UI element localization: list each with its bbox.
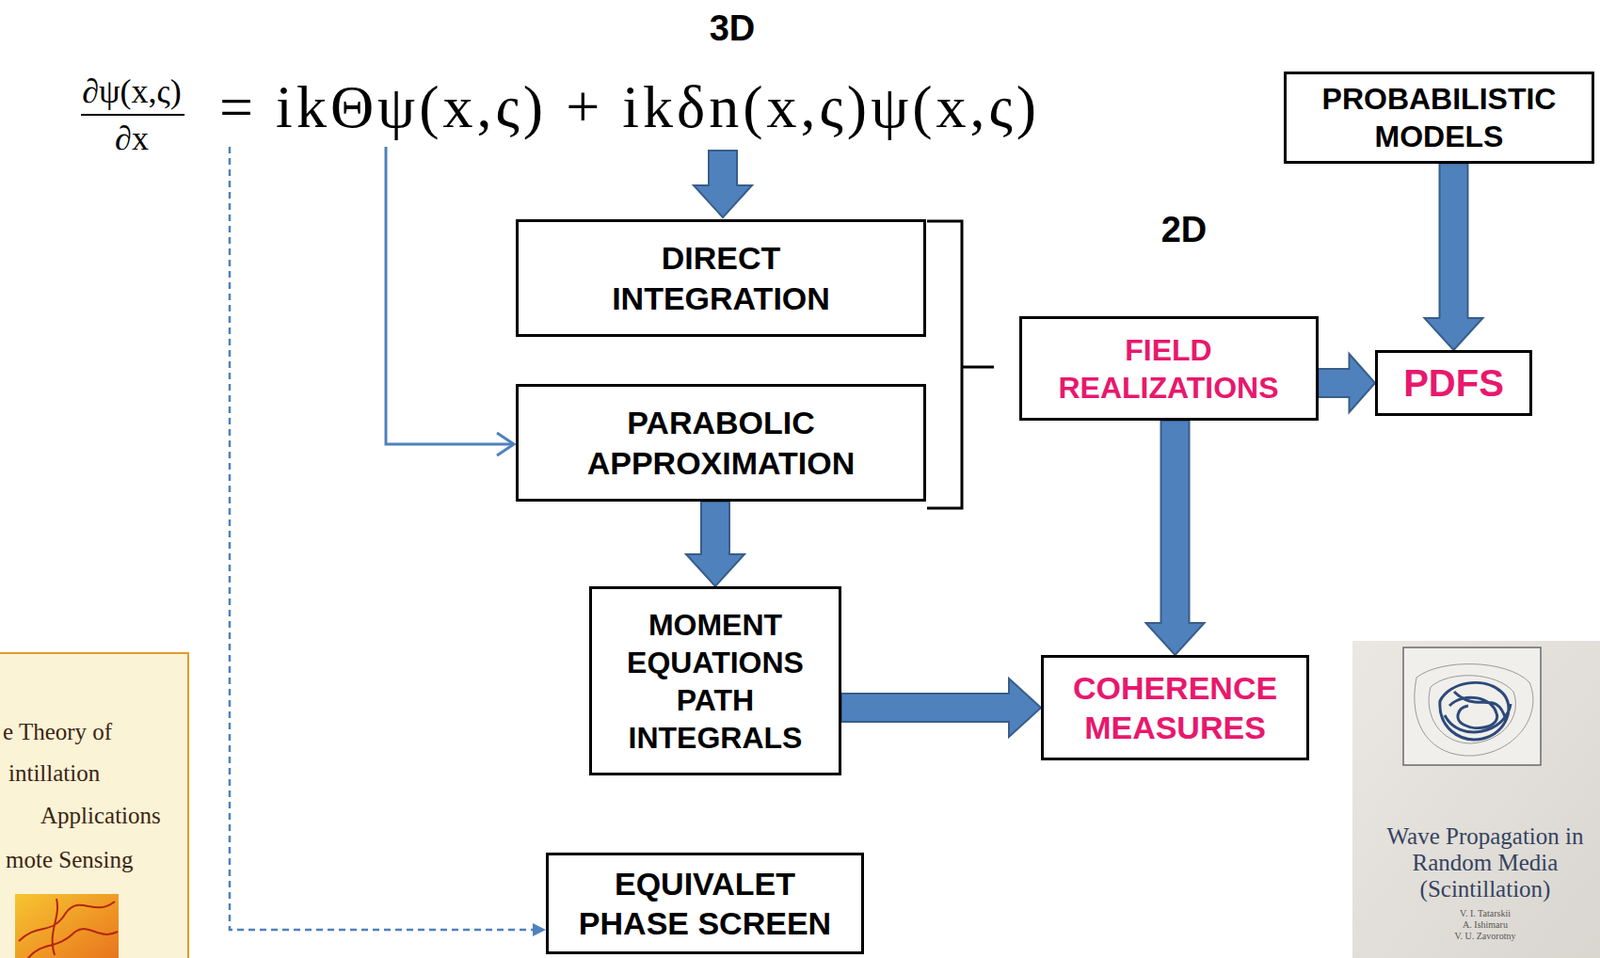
- arrow-head: [532, 923, 546, 937]
- block-arrow: [1424, 163, 1484, 352]
- book-title: Wave Propagation in Random Media (Scinti…: [1386, 823, 1584, 903]
- contour-lines: [1414, 664, 1534, 757]
- block-arrow: [1146, 420, 1205, 656]
- block-arrow: [841, 678, 1041, 737]
- box-text: PDFS: [1403, 359, 1504, 407]
- result-box: PDFS: [1375, 350, 1533, 416]
- book-author: V. U. Zavorotny: [1409, 930, 1561, 943]
- book-author: A. Ishimaru: [1409, 919, 1561, 931]
- book-title: intillation: [8, 759, 100, 788]
- box-text: DIRECT INTEGRATION: [560, 238, 881, 319]
- box-text: COHERENCE MEASURES: [1057, 668, 1294, 749]
- book-cover: [0, 653, 189, 958]
- arrow-head: [496, 432, 514, 456]
- process-box: PARABOLIC APPROXIMATION: [515, 384, 927, 502]
- box-text: MOMENT EQUATIONS PATH INTEGRALS: [602, 606, 829, 757]
- scatter-blob: [1440, 682, 1511, 739]
- cover-ground: [0, 653, 189, 958]
- block-arrow: [686, 501, 745, 587]
- block-arrow: [1318, 353, 1376, 413]
- book-author: V. I. Tatarskii: [1409, 908, 1561, 920]
- book-title: Applications: [40, 801, 161, 831]
- equation-body: = ikΘψ(x,ς) + ikδn(x,ς)ψ(x,ς): [219, 77, 1040, 138]
- cover-picture: [15, 894, 119, 958]
- dimension-label: 2D: [1127, 208, 1241, 253]
- equation-denominator: ∂x: [75, 118, 189, 160]
- block-arrow: [693, 150, 752, 218]
- dashed-arrow: [229, 146, 533, 930]
- result-box: COHERENCE MEASURES: [1040, 655, 1310, 761]
- box-text: PARABOLIC APPROXIMATION: [542, 402, 900, 483]
- book-title: mote Sensing: [5, 846, 133, 875]
- book-title: e Theory of: [2, 718, 112, 747]
- box-text: PROBABILISTIC MODELS: [1297, 80, 1581, 156]
- fraction-bar: [80, 113, 185, 116]
- bracket: [927, 221, 994, 509]
- book-cover: [1352, 640, 1600, 958]
- process-box: MOMENT EQUATIONS PATH INTEGRALS: [589, 586, 842, 776]
- leader-arrow: [385, 146, 512, 445]
- cover-frame: [1403, 647, 1541, 766]
- cover-veins: [18, 898, 118, 958]
- equation-numerator: ∂ψ(x,ς): [75, 71, 189, 112]
- result-box: FIELD REALIZATIONS: [1019, 316, 1319, 421]
- dimension-label: 3D: [675, 7, 789, 51]
- box-text: EQUIVALET PHASE SCREEN: [563, 864, 847, 944]
- process-box: EQUIVALET PHASE SCREEN: [545, 852, 864, 955]
- process-box: PROBABILISTIC MODELS: [1283, 71, 1595, 164]
- box-text: FIELD REALIZATIONS: [1032, 331, 1306, 407]
- cover-ground: [1352, 640, 1600, 958]
- process-box: DIRECT INTEGRATION: [515, 219, 927, 337]
